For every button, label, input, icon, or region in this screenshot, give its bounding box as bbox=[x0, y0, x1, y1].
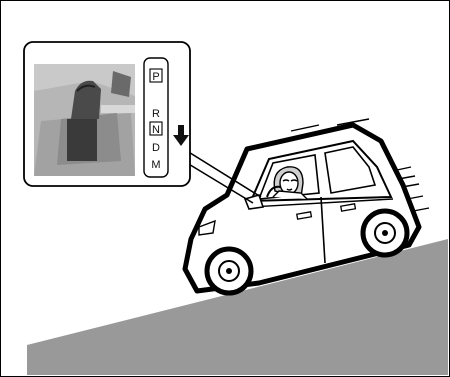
gear-n-label: N bbox=[152, 124, 160, 136]
gear-r-label: R bbox=[152, 108, 160, 120]
gear-m-label: M bbox=[151, 159, 160, 171]
ground-strip bbox=[27, 345, 448, 375]
gear-d-label: D bbox=[152, 142, 160, 154]
rear-wheel bbox=[363, 211, 407, 255]
gear-shift-callout: P R N D M bbox=[24, 42, 190, 186]
front-wheel bbox=[207, 249, 251, 293]
gear-lever-photo bbox=[34, 64, 135, 176]
gear-p-label: P bbox=[152, 71, 159, 83]
